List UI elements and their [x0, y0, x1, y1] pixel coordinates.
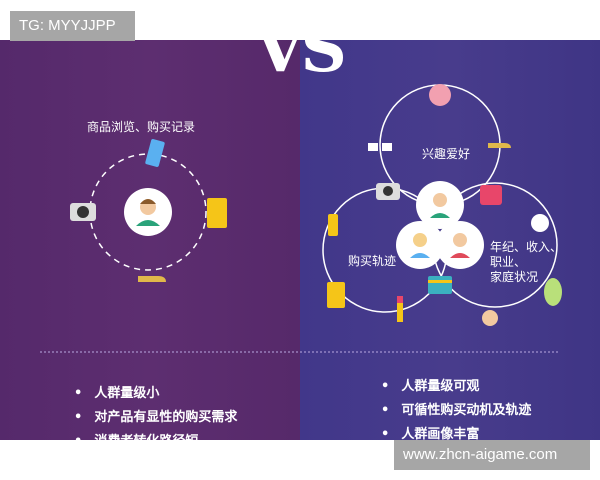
left-panel	[0, 40, 300, 440]
vs-title: VS	[255, 40, 347, 87]
sunglasses-icon	[368, 143, 392, 151]
user-group-icon	[396, 181, 484, 269]
doctor-icon	[531, 214, 549, 232]
left-circle-label: 商品浏览、购买记录	[87, 120, 196, 134]
mouse-icon	[544, 278, 562, 306]
bullet-item: 人群量级小	[74, 382, 237, 406]
bottle-icon	[328, 214, 338, 236]
avatar-icon	[124, 188, 172, 236]
bullet-item: 人群量级可观	[381, 375, 531, 399]
camera-icon	[376, 183, 400, 200]
camera-icon	[70, 203, 96, 221]
shoe-icon	[138, 276, 166, 282]
bullet-item: 可循性购买动机及轨迹	[381, 399, 531, 423]
watermark-bottom: www.zhcn-aigame.com	[394, 440, 590, 470]
dog-icon	[429, 84, 451, 106]
bullet-item: 人群画像丰富	[381, 423, 531, 440]
tablet-icon	[207, 198, 227, 228]
bag-icon	[428, 276, 452, 294]
lipstick-icon	[397, 296, 403, 322]
video-icon	[480, 185, 502, 205]
demographics-label: 年纪、收入、 职业、 家庭状况	[490, 240, 563, 284]
shoe-icon	[488, 143, 511, 148]
right-bullets: 人群量级可观 可循性购买动机及轨迹 人群画像丰富	[381, 375, 531, 440]
left-bullets: 人群量级小 对产品有显性的购买需求 消费者转化路径短	[74, 382, 237, 440]
phone-icon	[145, 139, 165, 167]
watermark-top: TG: MYYJJPP	[10, 11, 135, 41]
chef-icon	[482, 310, 498, 326]
diagram-graphics	[40, 84, 562, 353]
tablet-icon	[327, 282, 345, 308]
bullet-item: 对产品有显性的购买需求	[74, 406, 237, 430]
interest-label: 兴趣爱好	[422, 147, 471, 161]
infographic: VS 商品浏览、购买记录 兴趣爱好 购买轨迹 年纪、收入、 职业、 家庭状	[0, 40, 600, 440]
purchase-label: 购买轨迹	[348, 254, 397, 268]
bullet-item: 消费者转化路径短	[74, 430, 237, 440]
